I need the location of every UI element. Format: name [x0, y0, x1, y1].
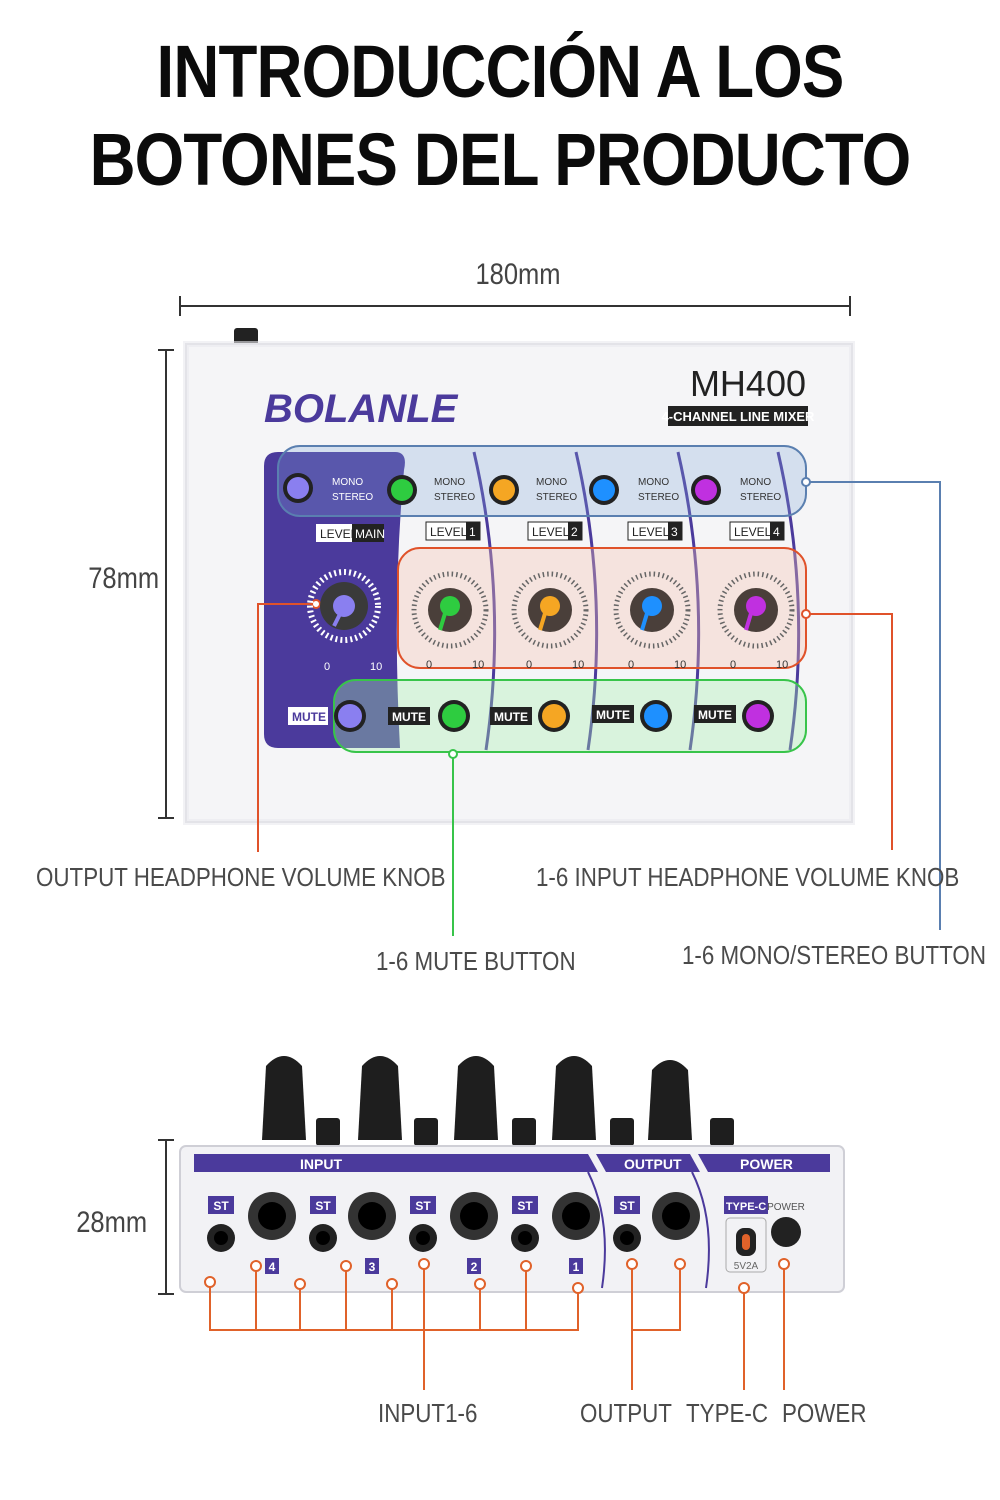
output-knob-leader	[257, 603, 316, 852]
power-section-label: POWER	[740, 1156, 793, 1172]
input-section-label: INPUT	[300, 1156, 342, 1172]
mute-labels: MUTE MUTE MUTE MUTE MUTE	[288, 705, 736, 725]
input-section-bar	[194, 1154, 598, 1172]
rear-height-label: 28mm	[76, 1206, 148, 1239]
svg-text:ST: ST	[517, 1199, 533, 1213]
power-button	[771, 1217, 801, 1247]
svg-text:MUTE: MUTE	[494, 710, 528, 724]
output-section-bar	[596, 1154, 700, 1172]
top-view-diagram: BOLANLE MH400 4-CHANNEL LINE MIXER MONO …	[158, 296, 941, 936]
rear-leader-dots	[204, 1258, 790, 1294]
svg-text:LEVEL: LEVEL	[734, 525, 772, 539]
input-knob-leader	[806, 613, 893, 850]
svg-text:MUTE: MUTE	[392, 710, 426, 724]
svg-text:ST: ST	[315, 1199, 331, 1213]
svg-text:10: 10	[572, 659, 584, 671]
rear-typec-callout: TYPE-C	[686, 1398, 768, 1428]
svg-text:MUTE: MUTE	[596, 708, 630, 722]
svg-text:1: 1	[469, 525, 476, 539]
svg-text:STEREO: STEREO	[740, 492, 781, 503]
svg-text:4: 4	[773, 525, 780, 539]
rear-leader-lines	[209, 1266, 785, 1390]
mute-button-callout: 1-6 MUTE BUTTON	[376, 946, 576, 976]
svg-text:MONO: MONO	[332, 477, 363, 488]
svg-text:MUTE: MUTE	[698, 708, 732, 722]
svg-text:3: 3	[369, 1260, 376, 1274]
top-knobs	[262, 1056, 734, 1146]
svg-text:10: 10	[370, 661, 382, 673]
st-labels: ST ST ST ST ST	[213, 1199, 635, 1213]
svg-text:10: 10	[472, 659, 484, 671]
svg-text:MONO: MONO	[536, 477, 567, 488]
svg-text:3: 3	[671, 525, 678, 539]
model-subtitle: 4-CHANNEL LINE MIXER	[662, 409, 815, 424]
svg-text:4: 4	[269, 1260, 276, 1274]
svg-text:0: 0	[324, 661, 330, 673]
svg-text:0: 0	[628, 659, 634, 671]
width-label: 180mm	[475, 258, 561, 291]
svg-text:MONO: MONO	[638, 477, 669, 488]
channel-numbers: 4 3 2 1	[265, 1258, 583, 1274]
rear-power-callout: POWER	[782, 1398, 867, 1428]
svg-text:STEREO: STEREO	[536, 492, 577, 503]
power-section-bar	[698, 1154, 830, 1172]
svg-text:MONO: MONO	[434, 477, 465, 488]
mono-stereo-leader	[806, 481, 941, 930]
svg-text:2: 2	[571, 525, 578, 539]
typec-label: TYPE-C	[726, 1201, 766, 1213]
svg-text:MAIN: MAIN	[355, 527, 385, 541]
output-jacks	[613, 1192, 700, 1252]
mono-stereo-callout: 1-6 MONO/STEREO BUTTON	[682, 940, 986, 970]
power-text: POWER	[767, 1202, 805, 1213]
svg-text:LEVEL: LEVEL	[632, 525, 670, 539]
svg-text:10: 10	[674, 659, 686, 671]
svg-text:STEREO: STEREO	[434, 492, 475, 503]
heading-line-2: BOTONES DEL PRODUCTO	[89, 118, 912, 201]
typec-spec: 5V2A	[734, 1261, 759, 1272]
svg-text:0: 0	[730, 659, 736, 671]
svg-text:ST: ST	[415, 1199, 431, 1213]
input-knob-highlight	[397, 547, 807, 669]
svg-text:MONO: MONO	[740, 477, 771, 488]
level-knobs	[307, 569, 795, 649]
svg-text:ST: ST	[213, 1199, 229, 1213]
svg-text:STEREO: STEREO	[638, 492, 679, 503]
rear-output-callout: OUTPUT	[580, 1398, 672, 1428]
input-knob-callout: 1-6 INPUT HEADPHONE VOLUME KNOB	[536, 862, 960, 892]
svg-text:MUTE: MUTE	[292, 710, 326, 724]
svg-text:2: 2	[471, 1260, 478, 1274]
svg-text:10: 10	[776, 659, 788, 671]
input-jacks	[207, 1192, 600, 1252]
svg-text:1: 1	[573, 1260, 580, 1274]
brand-logo: BOLANLE	[264, 387, 459, 431]
rear-input-callout: INPUT1-6	[378, 1398, 478, 1428]
rear-panel-body	[179, 1145, 845, 1293]
svg-text:LEVEL: LEVEL	[430, 525, 468, 539]
mono-stereo-buttons	[283, 473, 721, 505]
mono-stereo-labels: MONO STEREO MONO STEREO MONO STEREO MONO…	[332, 477, 781, 503]
svg-text:LEVEL: LEVEL	[532, 525, 570, 539]
output-section-label: OUTPUT	[624, 1156, 682, 1172]
output-knob-callout: OUTPUT HEADPHONE VOLUME KNOB	[36, 862, 446, 892]
heading-line-1: INTRODUCCIÓN A LOS	[156, 30, 845, 113]
svg-text:ST: ST	[619, 1199, 635, 1213]
mute-buttons	[334, 700, 774, 732]
svg-text:0: 0	[526, 659, 532, 671]
model-name: MH400	[690, 363, 806, 404]
scale-labels: 0 10 0 10 0 10 0 10 0 10	[324, 659, 788, 673]
svg-text:STEREO: STEREO	[332, 492, 373, 503]
svg-text:0: 0	[426, 659, 432, 671]
level-labels: LEVEL MAIN LEVEL 1 LEVEL 2 LEVEL 3 LEVEL…	[316, 521, 785, 542]
rear-view-diagram: INPUT OUTPUT POWER ST ST ST ST ST 4 3 2	[158, 1056, 845, 1390]
height-label: 78mm	[88, 562, 160, 595]
svg-text:LEVEL: LEVEL	[320, 527, 358, 541]
